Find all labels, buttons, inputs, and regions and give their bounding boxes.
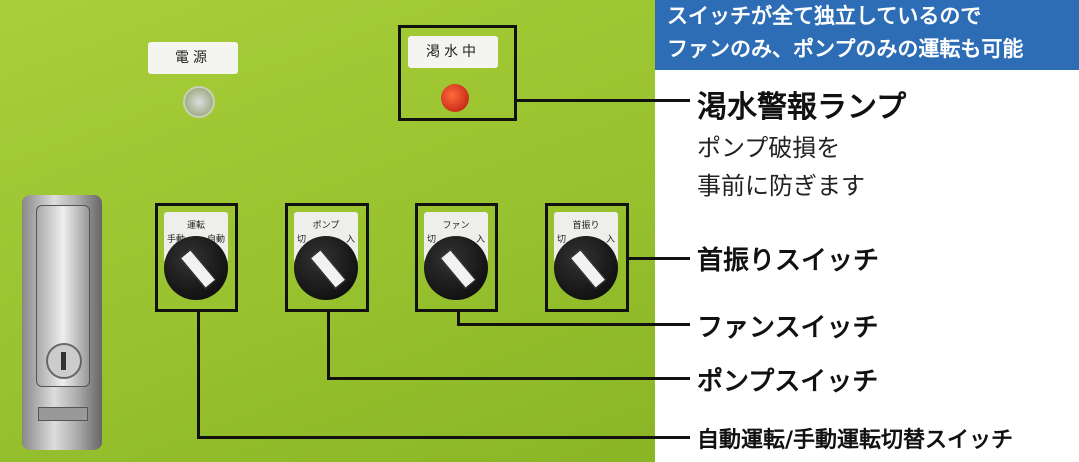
swing-switch[interactable]: 首振り切 入 — [548, 206, 624, 306]
rotary-knob[interactable] — [164, 236, 228, 300]
fan-leader-line-h — [457, 323, 690, 326]
drought-label: 渇水中 — [426, 44, 480, 60]
lamp-callout: 渇水警報ランプ — [697, 90, 907, 125]
switch-title: 運転 — [186, 221, 205, 231]
switch-left-label: 切 — [297, 235, 307, 245]
switch-right-label: 入 — [605, 235, 615, 245]
banner-line-1: スイッチが全て独立しているので — [667, 4, 982, 28]
pump-leader-line-h — [327, 377, 690, 380]
mode-switch[interactable]: 運転手動 自動 — [158, 206, 234, 306]
switch-title: ポンプ — [312, 221, 340, 231]
pump-callout: ポンプスイッチ — [697, 367, 879, 397]
door-lock-handle[interactable] — [22, 195, 102, 450]
switch-right-label: 入 — [475, 235, 485, 245]
rotary-knob[interactable] — [294, 236, 358, 300]
power-lamp — [183, 86, 215, 118]
banner-line-2: ファンのみ、ポンプのみの運転も可能 — [667, 37, 1024, 61]
switch-title: 首振り — [572, 221, 600, 231]
switch-left-label: 切 — [557, 235, 567, 245]
switch-right-label: 入 — [345, 235, 355, 245]
fan-switch[interactable]: ファン切 入 — [418, 206, 494, 306]
swing-callout: 首振りスイッチ — [697, 246, 880, 276]
pump-switch[interactable]: ポンプ切 入 — [288, 206, 364, 306]
swing-switch-box — [545, 203, 629, 312]
mode-leader-line-v — [197, 309, 200, 439]
pump-switch-box — [285, 203, 369, 312]
mode-callout: 自動運転/手動運転切替スイッチ — [697, 428, 1014, 453]
power-label: 電源 — [175, 50, 211, 66]
lamp-highlight-box — [398, 25, 517, 121]
rotary-knob[interactable] — [424, 236, 488, 300]
switch-left-label: 手動 — [167, 235, 186, 245]
lamp-description-2: 事前に防ぎます — [697, 172, 865, 200]
feature-banner: スイッチが全て独立しているので ファンのみ、ポンプのみの運転も可能 — [655, 0, 1079, 70]
pump-leader-line-v — [327, 309, 330, 380]
fan-callout: ファンスイッチ — [697, 313, 879, 343]
fan-leader-line-v — [457, 309, 460, 326]
power-label-plate: 電源 — [148, 42, 238, 74]
switch-right-label: 自動 — [206, 235, 225, 245]
keyhole-icon — [46, 343, 82, 379]
mode-leader-line-h — [197, 436, 690, 439]
mode-switch-box — [155, 203, 238, 312]
handle-plate — [38, 407, 88, 421]
lamp-leader-line — [514, 99, 690, 102]
drought-label-plate: 渇水中 — [408, 36, 498, 68]
fan-switch-box — [415, 203, 498, 312]
swing-leader-line — [626, 257, 690, 260]
drought-warning-lamp — [441, 84, 469, 112]
lamp-description-1: ポンプ破損を — [697, 134, 841, 162]
switch-title: ファン — [442, 221, 470, 231]
rotary-knob[interactable] — [554, 236, 618, 300]
switch-left-label: 切 — [427, 235, 437, 245]
